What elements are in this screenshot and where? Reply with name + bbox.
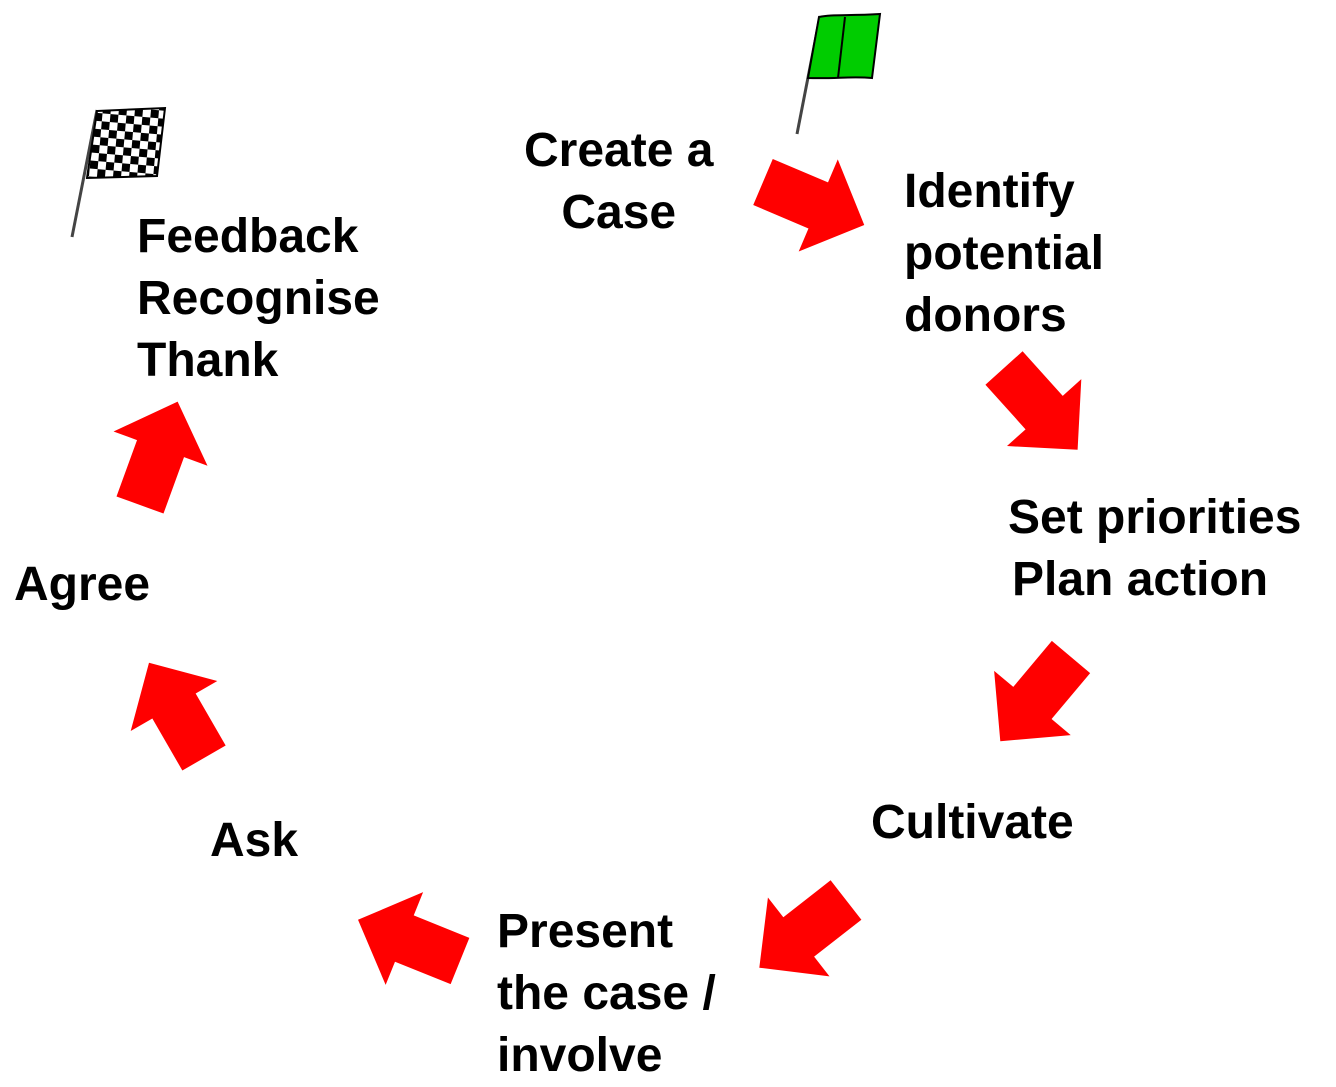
step-identify-line-3: donors: [904, 289, 1067, 342]
step-identify-line-1: Identify: [904, 165, 1075, 218]
arrow-ask-to-agree-icon: [130, 662, 226, 771]
step-cultivate: Cultivate: [871, 792, 1074, 854]
step-feedback-line-2: Recognise: [137, 272, 380, 325]
green-start-flag-icon: [795, 12, 882, 135]
step-create-case-line-1: Create a: [524, 124, 714, 177]
step-present-line-2: the case /: [497, 967, 716, 1020]
step-identify-donors: Identify potential donors: [904, 161, 1104, 347]
step-create-case: Create a Case: [524, 120, 713, 244]
step-present-line-3: involve: [497, 1029, 663, 1082]
step-cultivate-line-1: Cultivate: [871, 796, 1074, 849]
step-agree: Agree: [14, 554, 150, 616]
step-feedback-line-1: Feedback: [137, 210, 359, 263]
step-identify-line-2: potential: [904, 227, 1104, 280]
arrow-present-to-ask-icon: [358, 892, 470, 985]
step-ask-line-1: Ask: [210, 814, 299, 867]
step-set-priorities-line-2: Plan action: [1012, 553, 1269, 606]
step-feedback-line-3: Thank: [137, 334, 279, 387]
step-feedback: Feedback Recognise Thank: [137, 206, 380, 392]
arrow-priorities-to-cultivate-icon: [994, 640, 1091, 742]
arrow-create-to-identify-icon: [753, 158, 865, 252]
step-ask: Ask: [210, 810, 298, 872]
arrow-identify-to-priorities-icon: [985, 351, 1082, 450]
step-present-line-1: Present: [497, 905, 674, 958]
step-agree-line-1: Agree: [14, 558, 151, 611]
step-set-priorities-line-1: Set priorities: [1008, 491, 1302, 544]
step-create-case-line-2: Case: [561, 186, 677, 239]
arrow-cultivate-to-present-icon: [759, 880, 862, 977]
checkered-finish-flag-icon: [70, 106, 167, 238]
arrow-agree-to-feedback-icon: [113, 401, 208, 514]
cycle-arrows: [113, 158, 1091, 985]
step-present-case: Present the case / involve: [497, 901, 716, 1087]
step-set-priorities: Set priorities Plan action: [1008, 487, 1301, 611]
